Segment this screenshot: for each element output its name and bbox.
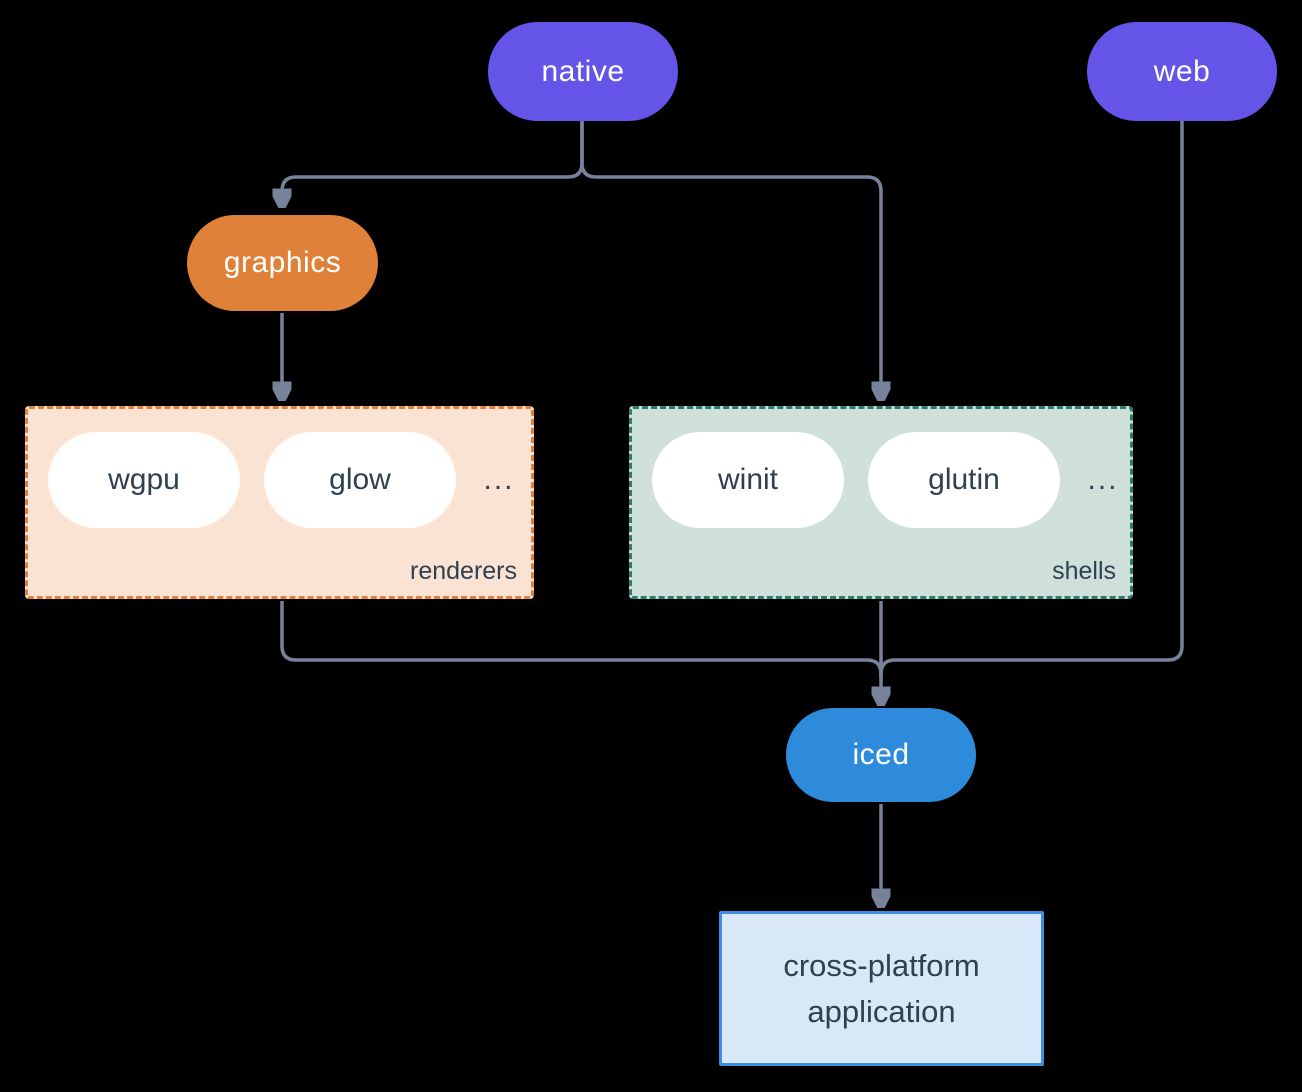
node-web: web <box>1087 22 1277 121</box>
node-glow-label: glow <box>329 463 391 496</box>
node-native: native <box>488 22 678 121</box>
edge-native-to-graphics <box>282 121 584 203</box>
node-wgpu-label: wgpu <box>108 463 180 496</box>
edge-renderers-to-merge <box>280 601 883 678</box>
node-winit: winit <box>652 432 844 528</box>
node-glutin: glutin <box>868 432 1060 528</box>
node-iced-label: iced <box>852 738 910 771</box>
node-graphics-label: graphics <box>223 246 342 279</box>
node-winit-label: winit <box>717 463 778 496</box>
edge-native-to-shells <box>580 121 881 396</box>
group-shells: winit glutin ... shells <box>629 406 1133 599</box>
node-wgpu: wgpu <box>48 432 240 528</box>
shells-ellipsis: ... <box>1087 463 1119 496</box>
node-glutin-label: glutin <box>928 463 1000 496</box>
application-label-line-2: application <box>807 993 956 1029</box>
node-native-label: native <box>541 54 625 88</box>
renderers-group-label: renderers <box>410 557 517 585</box>
group-renderers: wgpu glow ... renderers <box>25 406 534 599</box>
node-iced: iced <box>786 708 976 802</box>
node-graphics: graphics <box>187 215 378 311</box>
node-web-label: web <box>1153 54 1211 88</box>
shells-group-label: shells <box>1052 557 1116 585</box>
node-cross-platform-application: cross-platform application <box>719 911 1044 1066</box>
renderers-ellipsis: ... <box>483 463 515 496</box>
node-glow: glow <box>264 432 456 528</box>
application-label-line-1: cross-platform <box>783 947 980 983</box>
